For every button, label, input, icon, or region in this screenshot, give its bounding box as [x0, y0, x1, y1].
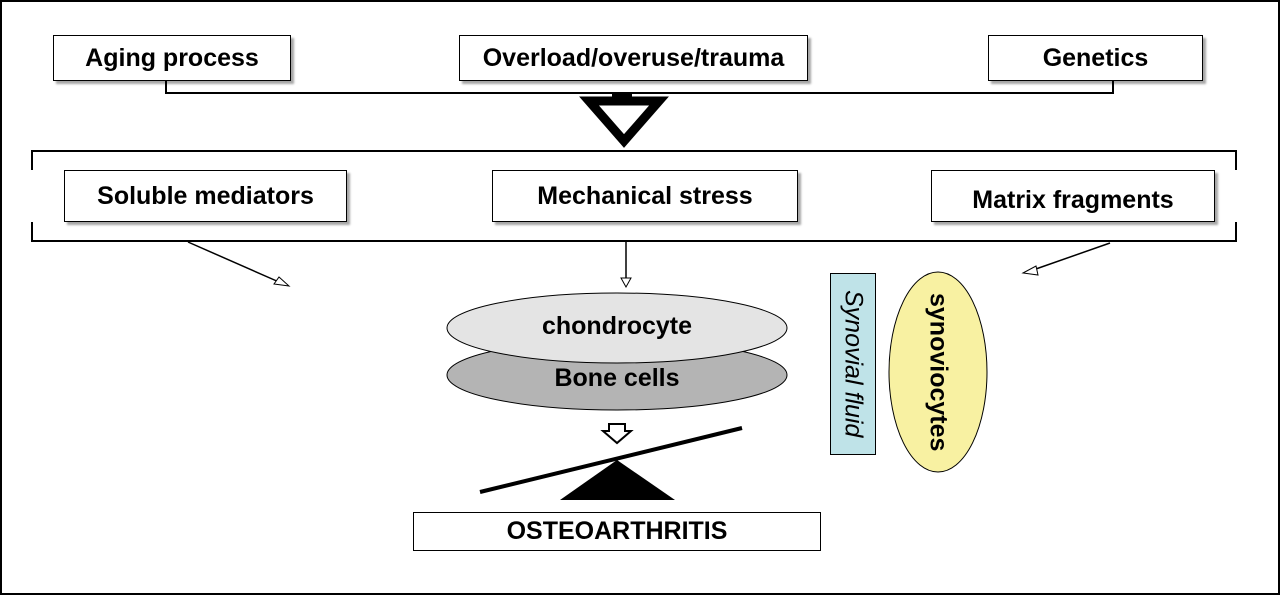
matrix-fragments-label: Matrix fragments — [972, 185, 1174, 214]
overload-box: Overload/overuse/trauma — [459, 35, 808, 81]
osteoarthritis-box: OSTEOARTHRITIS — [413, 512, 821, 551]
synovial-fluid-label: Synovial fluid — [839, 290, 868, 438]
soluble-mediators-box: Soluble mediators — [64, 170, 347, 222]
mechanical-stress-box: Mechanical stress — [492, 170, 798, 222]
mediators-bracket-bottom — [31, 222, 1237, 242]
osteoarthritis-label: OSTEOARTHRITIS — [506, 517, 728, 545]
balance-beam — [479, 426, 743, 494]
soluble-mediators-label: Soluble mediators — [97, 181, 314, 210]
mediators-bracket-top — [31, 150, 1237, 170]
aging-process-label: Aging process — [85, 43, 259, 72]
arrow-matrix-line — [1032, 242, 1111, 271]
synoviocytes-ellipse — [888, 271, 988, 473]
mechanical-stress-label: Mechanical stress — [537, 181, 753, 210]
big-down-arrow — [579, 96, 669, 148]
bone-cells-label: Bone cells — [554, 364, 680, 392]
matrix-fragments-box: Matrix fragments — [931, 170, 1215, 222]
chondrocyte-label: chondrocyte — [541, 312, 693, 340]
synoviocytes-label-wrap: synoviocytes — [889, 272, 987, 472]
genetics-box: Genetics — [988, 35, 1203, 81]
genetics-label: Genetics — [1042, 43, 1149, 72]
synoviocytes-label: synoviocytes — [924, 292, 953, 452]
causes-connector-line — [165, 80, 1114, 94]
balance-fulcrum — [560, 460, 675, 500]
synovial-fluid-box: Synovial fluid — [830, 273, 876, 455]
arrow-soluble-line — [187, 241, 280, 283]
small-down-arrow — [600, 423, 634, 445]
aging-process-box: Aging process — [53, 35, 291, 81]
overload-label: Overload/overuse/trauma — [482, 43, 785, 72]
arrow-soluble-head — [273, 276, 291, 287]
arrow-matrix-head — [1021, 265, 1039, 276]
chondrocyte-ellipse — [446, 292, 788, 364]
arrow-mechanical-head — [620, 277, 632, 289]
